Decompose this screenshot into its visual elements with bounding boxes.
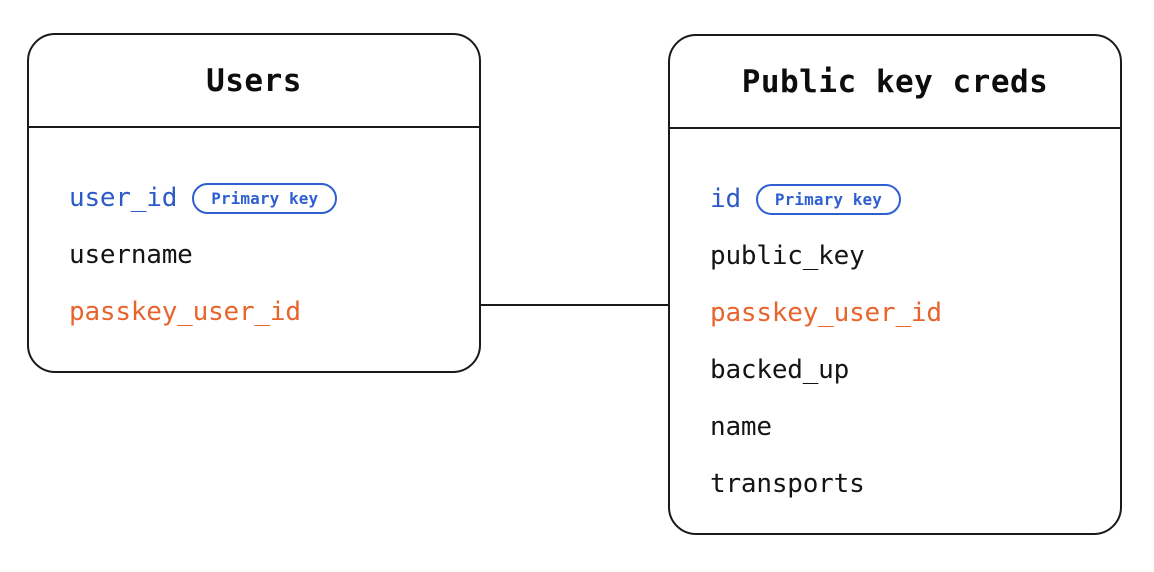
field-name-username: username — [69, 240, 193, 270]
primary-key-badge: Primary key — [192, 183, 338, 214]
field-row[interactable]: passkey_user_id — [69, 284, 479, 341]
entity-users[interactable]: Users user_id Primary key username passk… — [27, 33, 481, 373]
entity-users-field-list: user_id Primary key username passkey_use… — [29, 128, 479, 341]
field-row[interactable]: name — [710, 399, 1120, 456]
field-row[interactable]: backed_up — [710, 342, 1120, 399]
entity-users-header: Users — [29, 35, 479, 128]
field-name-transports: transports — [710, 469, 865, 499]
field-row[interactable]: id Primary key — [710, 171, 1120, 228]
primary-key-badge: Primary key — [755, 184, 901, 215]
field-name-passkey-user-id: passkey_user_id — [710, 298, 942, 328]
field-row[interactable]: username — [69, 227, 479, 284]
entity-users-title: Users — [206, 62, 302, 99]
entity-public-key-creds[interactable]: Public key creds id Primary key public_k… — [668, 34, 1122, 535]
field-name-name: name — [710, 412, 772, 442]
entity-public-key-creds-header: Public key creds — [670, 36, 1120, 129]
field-row[interactable]: public_key — [710, 228, 1120, 285]
relationship-connector-users-public-key-creds[interactable] — [479, 304, 670, 306]
entity-public-key-creds-title: Public key creds — [741, 63, 1049, 100]
field-name-user-id: user_id — [69, 183, 178, 213]
field-row[interactable]: transports — [710, 456, 1120, 513]
field-name-id: id — [710, 184, 741, 214]
entity-public-key-creds-field-list: id Primary key public_key passkey_user_i… — [670, 129, 1120, 513]
field-row[interactable]: passkey_user_id — [710, 285, 1120, 342]
field-row[interactable]: user_id Primary key — [69, 170, 479, 227]
field-name-passkey-user-id: passkey_user_id — [69, 297, 301, 327]
field-name-backed-up: backed_up — [710, 355, 850, 385]
field-name-public-key: public_key — [710, 241, 865, 271]
